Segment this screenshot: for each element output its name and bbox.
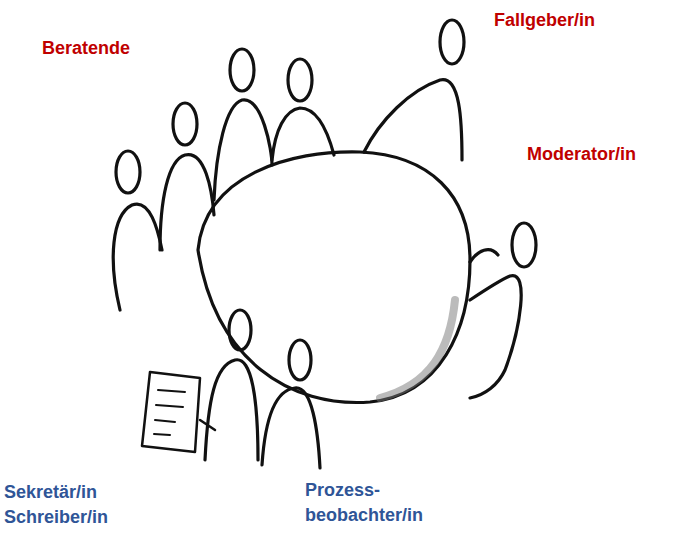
role-label: Moderator/in xyxy=(527,142,636,167)
role-label: Beratende xyxy=(42,36,130,61)
role-label: Sekretär/in xyxy=(4,480,97,505)
role-label: Schreiber/in xyxy=(4,505,108,530)
role-label: Fallgeber/in xyxy=(494,8,595,33)
role-label: Prozess- beobachter/in xyxy=(305,478,445,528)
